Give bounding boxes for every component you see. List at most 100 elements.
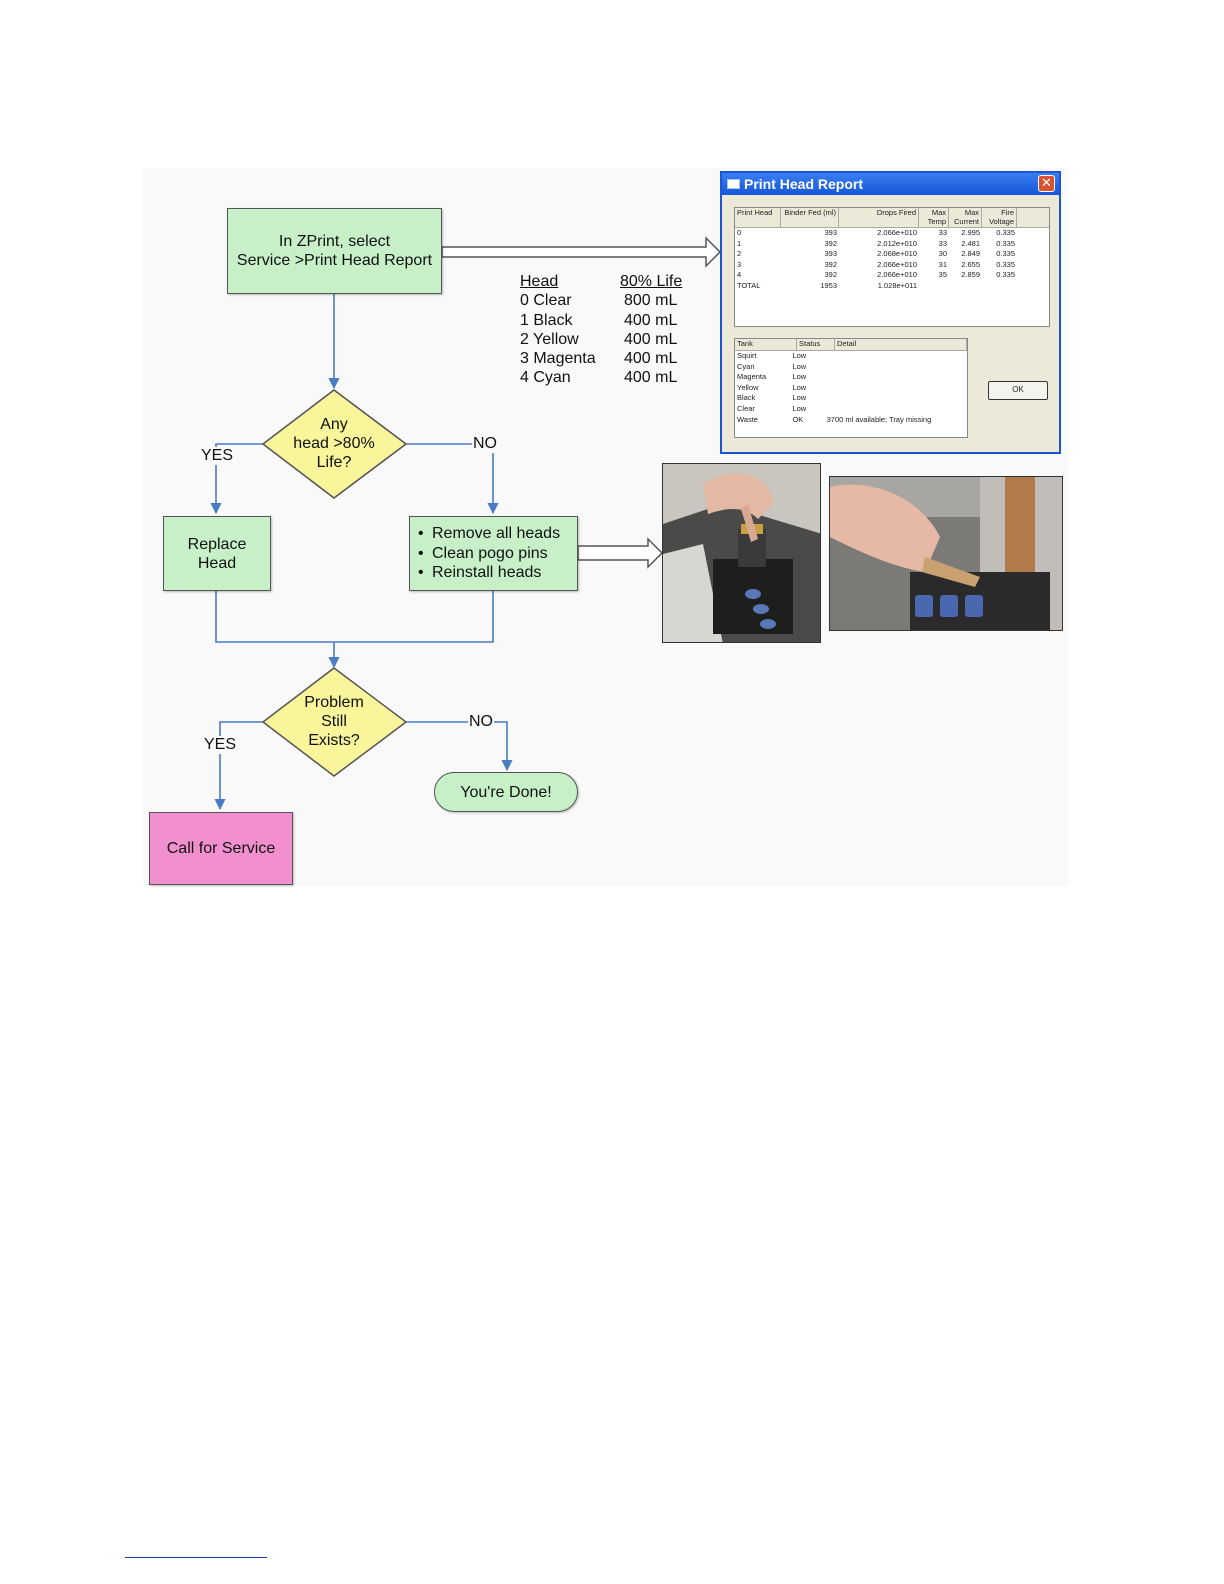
head-cell: TOTAL [737,280,761,290]
head-cell: 35 [938,270,947,280]
tank-cell: Waste [737,414,758,424]
life-table-row: 0 Clear 800 mL [520,291,690,310]
tank-cell: Magenta [737,372,767,382]
life-row-head: 0 Clear [520,292,572,310]
column-header[interactable]: Fire Voltage [982,208,1017,227]
head-cell: 2.012e+010 [877,238,917,248]
column-header[interactable]: Max Temp [919,208,949,227]
close-button[interactable]: ✕ [1038,175,1055,192]
start-box-line1: In ZPrint, select [278,233,391,250]
connector-replace-merge [215,590,494,643]
tank-cell: Low [792,393,807,403]
tank-cell [825,383,967,394]
column-header[interactable]: Binder Fed (ml) [781,208,839,227]
actions-box: Remove all heads Clean pogo pins Reinsta… [409,516,578,591]
tank-cell: 3700 ml available; Tray missing [826,414,932,424]
tank-cell: Squirt [737,351,757,360]
close-icon: ✕ [1041,175,1052,190]
head-cell [982,281,1017,292]
life-table-row: 2 Yellow 400 mL [520,330,690,349]
done-terminal: You're Done! [434,772,578,812]
footnote-separator [125,1557,267,1558]
head-cell: 1 [737,238,742,248]
column-header[interactable]: Max Current [949,208,982,227]
life-row-value: 400 mL [624,369,678,387]
print-head-report-dialog: Print Head Report ✕ Print Head Binder Fe… [720,171,1061,454]
tank-cell: Cyan [737,361,755,371]
tank-cell: Black [737,393,756,403]
tank-cell: Clear [737,403,755,413]
column-header[interactable]: Status [797,339,835,350]
column-header[interactable]: Print Head [735,208,781,227]
head-cell: 1.028e+011 [877,280,917,290]
tank-row[interactable]: Yellow Low [735,383,967,394]
tank-cell [825,362,967,373]
head-life-table: Head 80% Life 0 Clear 800 mL 1 Black 400… [520,272,690,388]
head-cell [949,281,982,292]
arrow-to-photos [577,537,664,569]
replace-head-line1: Replace [187,535,247,553]
column-header[interactable]: Tank [735,339,797,350]
tank-cell: Low [792,351,807,360]
photo-printhead-removal-image [663,464,820,642]
life-row-head: 2 Yellow [520,330,579,348]
head-cell: 0.335 [996,228,1015,237]
connector-no-to-done [406,721,513,772]
tank-cell: Yellow [737,382,759,392]
head-cell: 30 [938,249,947,259]
tank-cell [825,351,967,362]
action-item: Clean pogo pins [418,544,560,564]
life-row-head: 1 Black [520,311,573,329]
replace-head-box: Replace Head [163,516,271,591]
head-cell: 393 [824,249,837,259]
call-for-service-box: Call for Service [149,812,293,885]
ok-button[interactable]: OK [988,381,1048,400]
head-cell: 0.335 [996,238,1015,248]
decision2-yes-label: YES [203,736,238,754]
photo-pogo-pins-cleaning [829,476,1063,631]
head-cell: 392 [824,238,837,248]
tank-cell: OK [792,414,804,424]
column-header[interactable]: Drops Fired [839,208,919,227]
decision2-line2: Still [321,713,347,730]
head-cell: 392 [824,270,837,280]
life-row-value: 400 mL [624,311,678,329]
decision2-line1: Problem [304,694,364,711]
life-row-value: 400 mL [624,330,678,348]
dialog-title: Print Head Report [744,176,864,192]
tank-row[interactable]: Black Low [735,393,967,404]
head-cell: 0.335 [996,249,1015,259]
decision2-no-label: NO [468,713,494,731]
decision1-line3: Life? [316,454,352,471]
action-item: Reinstall heads [418,563,560,583]
tank-row[interactable]: Waste OK 3700 ml available; Tray missing [735,415,967,426]
column-header[interactable]: Detail [835,339,967,350]
tank-row[interactable]: Squirt Low [735,351,967,362]
decision2-diamond [261,667,408,777]
decision1-yes-label: YES [200,447,235,465]
head-cell: 2.481 [961,238,980,248]
head-cell: 3 [737,259,742,269]
head-cell: 2.066e+010 [877,270,917,280]
life-row-value: 800 mL [624,292,678,310]
heads-list[interactable]: Print Head Binder Fed (ml) Drops Fired M… [734,207,1050,327]
life-table-row: 1 Black 400 mL [520,311,690,330]
arrow-to-dialog [441,236,722,268]
tank-cell: Low [792,382,807,392]
life-header-life: 80% Life [620,273,683,290]
connector-yes-to-service [214,721,264,811]
replace-head-line2: Head [197,554,237,572]
